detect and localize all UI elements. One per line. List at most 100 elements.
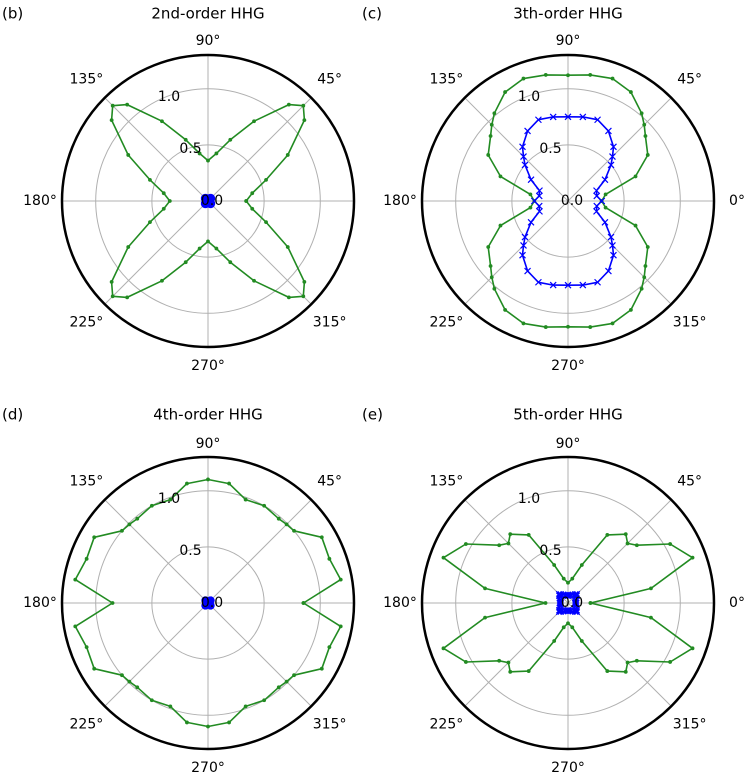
chart-title: 2nd-order HHG bbox=[151, 5, 264, 23]
data-point bbox=[628, 90, 633, 94]
data-point bbox=[628, 308, 633, 312]
data-point bbox=[645, 245, 650, 249]
data-point bbox=[633, 223, 638, 228]
data-point bbox=[149, 503, 154, 508]
theta-tick-label: 45° bbox=[317, 71, 342, 87]
data-point bbox=[593, 187, 600, 195]
r-tick-label: 0.5 bbox=[539, 141, 561, 157]
data-point bbox=[207, 599, 215, 607]
theta-tick-label: 90° bbox=[556, 436, 581, 452]
theta-gridline bbox=[567, 97, 672, 202]
data-point bbox=[625, 541, 630, 546]
data-point bbox=[543, 73, 548, 77]
data-point bbox=[292, 528, 296, 533]
data-point bbox=[610, 251, 617, 259]
data-point bbox=[208, 197, 216, 205]
data-point bbox=[570, 625, 575, 630]
polar-frame bbox=[420, 53, 716, 349]
data-point bbox=[528, 192, 533, 197]
data-point bbox=[519, 251, 526, 259]
data-point bbox=[110, 601, 115, 605]
data-point bbox=[519, 143, 526, 151]
data-point bbox=[161, 191, 166, 196]
data-point bbox=[286, 295, 291, 300]
theta-tick-label: 225° bbox=[430, 717, 464, 733]
theta-tick-label: 90° bbox=[196, 436, 221, 452]
data-point bbox=[690, 555, 695, 560]
data-point bbox=[110, 103, 115, 108]
series-0 bbox=[109, 102, 307, 300]
data-point bbox=[301, 601, 306, 605]
data-point bbox=[564, 281, 572, 289]
data-point bbox=[92, 535, 97, 540]
data-point bbox=[135, 516, 140, 521]
data-point bbox=[605, 267, 612, 275]
data-point bbox=[605, 533, 610, 537]
data-point bbox=[610, 76, 615, 81]
theta-tick-label: 45° bbox=[677, 473, 702, 489]
data-point bbox=[503, 308, 508, 312]
data-point bbox=[284, 522, 289, 527]
data-point bbox=[292, 673, 296, 678]
data-point bbox=[530, 197, 538, 205]
data-point bbox=[319, 535, 324, 540]
data-point bbox=[301, 103, 306, 108]
data-point bbox=[570, 576, 575, 581]
theta-tick-label: 135° bbox=[430, 71, 464, 87]
data-point bbox=[690, 646, 695, 651]
data-point bbox=[243, 497, 248, 502]
data-point bbox=[497, 658, 502, 663]
theta-gridline bbox=[567, 499, 672, 604]
theta-tick-label: 270° bbox=[551, 358, 585, 374]
data-point bbox=[319, 666, 324, 671]
data-point bbox=[228, 260, 233, 265]
data-point bbox=[492, 286, 497, 291]
data-point bbox=[561, 625, 566, 630]
data-point bbox=[338, 624, 343, 629]
data-point bbox=[520, 153, 527, 160]
data-point bbox=[168, 704, 173, 709]
data-point bbox=[605, 669, 610, 673]
data-point bbox=[120, 673, 124, 678]
theta-tick-label: 135° bbox=[70, 473, 104, 489]
data-point bbox=[127, 522, 132, 527]
data-point bbox=[643, 134, 648, 138]
data-point bbox=[284, 679, 289, 684]
r-tick-label: 0.0 bbox=[561, 595, 583, 611]
polar-panel-3: 0.00.51.00°45°90°135°180°225°270°315°5th… bbox=[362, 406, 745, 777]
data-point bbox=[598, 197, 606, 205]
theta-tick-label: 270° bbox=[191, 760, 225, 776]
data-point bbox=[526, 669, 531, 673]
data-point bbox=[526, 533, 531, 537]
data-point bbox=[508, 532, 513, 537]
theta-tick-label: 225° bbox=[70, 315, 104, 331]
theta-gridline bbox=[464, 499, 569, 604]
theta-gridline bbox=[464, 97, 569, 202]
data-point bbox=[252, 119, 256, 124]
data-point bbox=[603, 192, 608, 197]
data-point bbox=[594, 278, 602, 286]
data-point bbox=[579, 563, 584, 567]
data-point bbox=[552, 563, 557, 567]
data-point bbox=[463, 660, 468, 664]
theta-gridline bbox=[104, 97, 209, 202]
data-point bbox=[276, 516, 281, 521]
data-point bbox=[642, 275, 647, 280]
data-point bbox=[492, 111, 497, 116]
data-point bbox=[579, 639, 584, 643]
data-point bbox=[566, 324, 570, 329]
data-point bbox=[535, 192, 543, 200]
theta-tick-label: 315° bbox=[313, 717, 347, 733]
theta-gridline bbox=[464, 602, 569, 707]
theta-tick-label: 180° bbox=[383, 193, 417, 209]
data-point bbox=[543, 601, 548, 605]
data-point bbox=[185, 481, 189, 486]
data-point bbox=[197, 151, 202, 156]
data-point bbox=[506, 541, 511, 546]
data-point bbox=[593, 192, 601, 200]
data-point bbox=[506, 660, 511, 665]
data-point bbox=[243, 704, 248, 709]
data-point bbox=[206, 477, 210, 482]
data-point bbox=[497, 543, 502, 548]
series-1 bbox=[519, 113, 617, 289]
